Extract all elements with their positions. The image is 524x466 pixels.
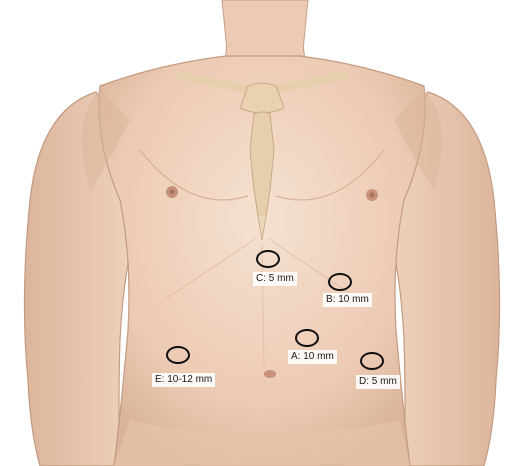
port-e-marker — [166, 346, 190, 364]
port-a-marker — [295, 329, 319, 347]
port-b-marker — [328, 273, 352, 291]
port-b-label: B: 10 mm — [323, 293, 372, 307]
port-e-label: E: 10-12 mm — [152, 373, 215, 387]
port-d-label: D: 5 mm — [356, 375, 400, 389]
left-nipple-center — [170, 190, 175, 195]
port-d-marker — [360, 352, 384, 370]
right-nipple-center — [370, 193, 375, 198]
port-c-label: C: 5 mm — [253, 272, 297, 286]
port-c-marker — [256, 250, 280, 268]
umbilicus — [264, 370, 276, 378]
port-a-label: A: 10 mm — [288, 350, 337, 364]
